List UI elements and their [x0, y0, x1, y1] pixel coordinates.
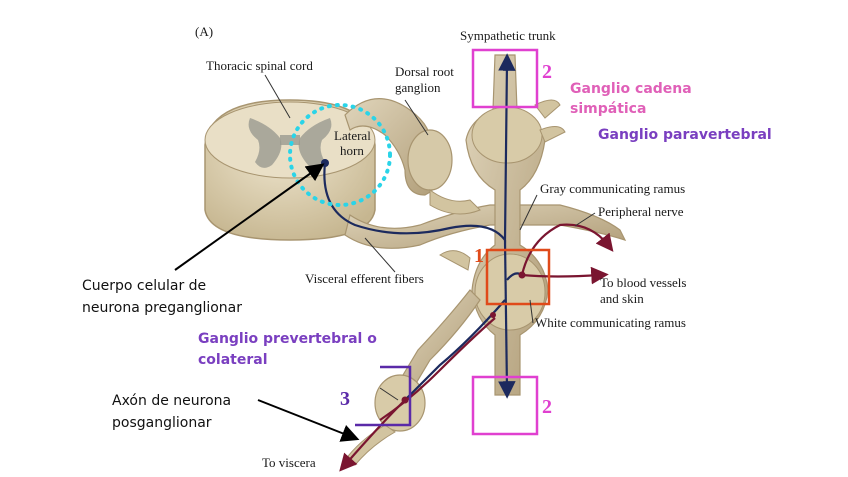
marker-2-bottom: 2 — [542, 396, 552, 418]
marker-1: 1 — [474, 245, 484, 267]
label-ganglion: ganglion — [395, 80, 441, 95]
label-to-viscera: To viscera — [262, 455, 316, 470]
annot-ganglio-prevertebral: Ganglio prevertebral o — [198, 331, 377, 347]
label-gray-ramus: Gray communicating ramus — [540, 181, 685, 196]
label-peripheral-nerve: Peripheral nerve — [598, 204, 684, 219]
label-skin: and skin — [600, 291, 644, 306]
annot-neurona-preganglionar: neurona preganglionar — [82, 300, 242, 316]
annot-axon: Axón de neurona — [112, 393, 231, 409]
leader-lines — [264, 74, 596, 401]
splanchnic-nerve — [344, 289, 481, 466]
lateral-horn-highlight — [288, 103, 392, 207]
label-horn: horn — [340, 143, 364, 158]
box-3 — [355, 365, 412, 427]
sympathetic-trunk — [439, 54, 566, 396]
marker-2-top: 2 — [542, 61, 552, 83]
label-white-ramus: White communicating ramus — [535, 315, 686, 330]
marker-3: 3 — [340, 388, 350, 410]
label-sympathetic-trunk: Sympathetic trunk — [460, 28, 556, 43]
annot-simpatica: simpática — [570, 101, 646, 117]
postganglionic-fibers — [339, 223, 614, 472]
annot-posganglionar: posganglionar — [112, 415, 212, 431]
annot-colateral: colateral — [198, 352, 268, 368]
label-blood-vessels: To blood vessels — [600, 275, 686, 290]
box-2-bottom — [471, 375, 539, 436]
spinal-cord — [204, 99, 376, 241]
label-visceral-efferent: Visceral efferent fibers — [305, 271, 424, 286]
dorsal-root-ganglion — [344, 98, 453, 196]
spinal-nerve — [344, 189, 627, 249]
box-2-top — [471, 48, 539, 109]
annot-ganglio-paravertebral: Ganglio paravertebral — [598, 127, 772, 143]
preganglionic-cell-body — [321, 159, 329, 167]
splanchnic-cell — [490, 312, 496, 318]
prevertebral-ganglion-cell — [401, 396, 409, 404]
annot-ganglio-cadena: Ganglio cadena — [570, 81, 692, 97]
label-thoracic-spinal-cord: Thoracic spinal cord — [206, 58, 313, 73]
label-lateral: Lateral — [334, 128, 371, 143]
axon-arrow — [257, 399, 360, 442]
cell-body-arrow — [174, 163, 325, 271]
panel-label: (A) — [195, 24, 213, 39]
chain-ganglion-cell — [518, 271, 526, 279]
box-1 — [485, 248, 551, 306]
label-dorsal-root: Dorsal root — [395, 64, 454, 79]
annot-cuerpo-celular: Cuerpo celular de — [82, 278, 206, 294]
